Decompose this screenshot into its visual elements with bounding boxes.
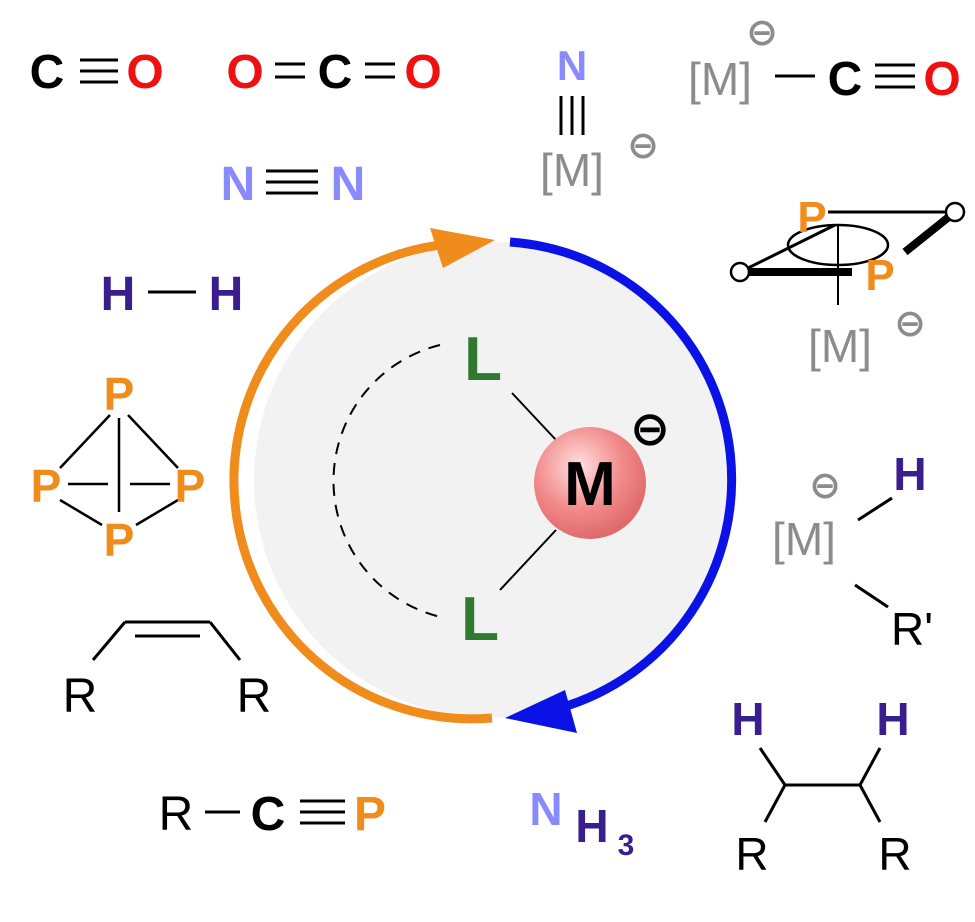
co-complex-c: C [828,53,863,106]
nh3-subscript: 3 [618,829,635,862]
orange-arc [229,240,493,724]
blue-arc [509,237,737,713]
hydride-complex-charge: ⊖ [809,465,841,507]
p2-complex-metal: [M] [808,320,872,372]
ammonia: N H 3 [529,783,634,862]
carbon-monoxide: C O [30,46,164,99]
dihydrogen: H H [101,268,244,321]
nh3-h: H [575,800,608,852]
p4-bottom: P [104,514,135,566]
alkane-h1: H [731,693,764,745]
dinitrogen-complex: N [M] ⊖ [540,42,659,196]
hydride-complex-r: R' [891,603,933,655]
ligand-bottom-label: L [461,585,499,654]
p2-complex-p2: P [865,251,894,300]
p2-complex-charge: ⊖ [894,303,926,345]
metal-ligand-bond-bottom [499,529,557,591]
chelate-backbone [332,344,446,619]
alkene-r1: R [63,670,98,723]
p4-left: P [31,460,62,512]
dinitrogen: N N [221,158,366,211]
h2-h1: H [101,268,136,321]
phosphaalkyne: R C P [159,788,386,841]
n2-n2: N [331,158,366,211]
white-phosphorus: P P P P [31,368,206,566]
hydride-alkyl-complex: ⊖ H [M] R' [772,448,933,655]
metal-label: M [564,450,616,519]
hydride-complex-h: H [893,448,926,500]
h2-h2: H [209,268,244,321]
blue-arrowhead [505,690,577,733]
co2-c: C [318,46,353,99]
n2-complex-metal: [M] [540,144,604,196]
phosphaalkyne-r: R [159,788,194,841]
p4-right: P [175,460,206,512]
co-complex-metal: [M] [688,53,752,105]
carbonyl-complex: ⊖ [M] C O [688,12,961,106]
co2-o2: O [404,46,441,99]
phosphaalkyne-c: C [251,788,286,841]
cis-alkene: R R [63,620,272,723]
carbon-dioxide: O C O [226,46,441,99]
p2-complex-p1: P [797,193,826,242]
hydride-complex-metal: [M] [772,513,836,565]
p2-ring-complex: P P [M] ⊖ [729,193,966,372]
alkane-r1: R [735,828,768,880]
n2-n1: N [221,158,256,211]
co-o: O [126,46,163,99]
cycle-background [254,242,730,718]
co2-o1: O [226,46,263,99]
co-c: C [30,46,65,99]
metal-ligand-bond-top [511,392,557,441]
ligand-top-label: L [464,325,502,394]
nh3-n: N [529,783,562,835]
alkane: H H R R [731,693,911,880]
alkene-r2: R [237,670,272,723]
catalytic-cycle: L L M ⊖ [229,228,737,733]
alkane-r2: R [878,828,911,880]
co-complex-charge: ⊖ [746,12,778,54]
n2-complex-n: N [557,42,587,89]
p4-top: P [104,368,135,420]
n2-complex-charge: ⊖ [627,125,659,167]
co-complex-o: O [923,53,960,106]
metal-center-sphere [534,427,646,539]
alkane-h2: H [876,693,909,745]
phosphaalkyne-p: P [354,788,386,841]
metal-charge: ⊖ [630,403,670,456]
orange-arrowhead [430,228,495,268]
